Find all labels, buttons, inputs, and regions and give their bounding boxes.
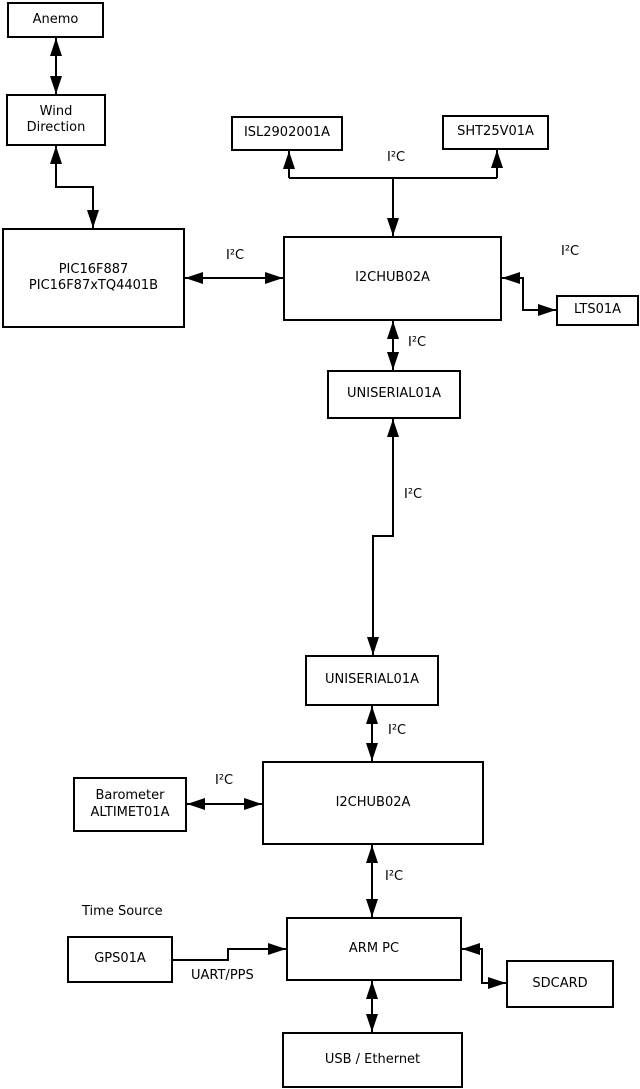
node-isl2902001a-label: ISL2902001A: [243, 125, 331, 141]
node-usb-ethernet-label: USB / Ethernet: [324, 1051, 421, 1067]
edge-label-i2c-hub2-armpc: I²C: [385, 869, 404, 884]
edge-label-i2c-hub1-uniserial1: I²C: [408, 335, 427, 350]
edge-gps-armpc: [173, 943, 286, 961]
node-lts01a: LTS01A: [556, 295, 639, 326]
node-i2chub02a-2-label: I2CHUB02A: [335, 794, 411, 810]
node-isl2902001a: ISL2902001A: [231, 116, 343, 151]
node-wind-direction-label: Wind Direction: [26, 103, 86, 135]
node-i2chub02a-1: I2CHUB02A: [283, 236, 502, 321]
node-arm-pc: ARM PC: [286, 917, 462, 981]
edge-label-i2c-uniserial2-hub2: I²C: [388, 723, 407, 738]
node-sdcard-label: SDCARD: [532, 975, 588, 991]
edge-label-i2c-hub1-lts: I²C: [561, 244, 580, 259]
node-gps01a-label: GPS01A: [94, 951, 146, 967]
node-uniserial01a-1-label: UNISERIAL01A: [347, 386, 441, 402]
edge-armpc-sdcard: [462, 943, 506, 989]
node-barometer: Barometer ALTIMET01A: [73, 777, 187, 832]
node-gps01a: GPS01A: [67, 936, 173, 983]
edge-label-i2c-uniserial1-uniserial2: I²C: [404, 487, 423, 502]
node-sht25v01a-label: SHT25V01A: [457, 124, 534, 140]
edge-label-i2c-barometer-hub2: I²C: [215, 773, 234, 788]
node-uniserial01a-1: UNISERIAL01A: [327, 370, 461, 419]
node-barometer-label: Barometer ALTIMET01A: [90, 788, 170, 820]
edge-label-i2c-sensors: I²C: [387, 150, 406, 165]
edge-hub1-lts: [502, 272, 556, 316]
node-sdcard: SDCARD: [506, 960, 614, 1008]
node-i2chub02a-2: I2CHUB02A: [262, 761, 484, 845]
node-anemo-label: Anemo: [32, 11, 79, 27]
edge-label-uart-pps: UART/PPS: [191, 968, 254, 983]
edge-uniserial1-uniserial2: [367, 419, 399, 655]
node-arm-pc-label: ARM PC: [348, 940, 400, 956]
node-uniserial01a-2: UNISERIAL01A: [305, 655, 439, 706]
node-pic: PIC16F887 PIC16F87xTQ4401B: [2, 228, 185, 328]
node-i2chub02a-1-label: I2CHUB02A: [355, 270, 430, 286]
node-anemo: Anemo: [7, 2, 104, 38]
edge-label-i2c-pic-hub1: I²C: [226, 248, 245, 263]
node-pic-label: PIC16F887 PIC16F87xTQ4401B: [28, 261, 159, 293]
edge-wind-direction-pic: [50, 146, 99, 228]
node-usb-ethernet: USB / Ethernet: [282, 1032, 463, 1088]
node-wind-direction: Wind Direction: [6, 94, 106, 146]
node-lts01a-label: LTS01A: [573, 302, 622, 318]
annotation-time-source: Time Source: [82, 904, 163, 919]
node-sht25v01a: SHT25V01A: [442, 115, 549, 150]
node-uniserial01a-2-label: UNISERIAL01A: [325, 672, 419, 688]
